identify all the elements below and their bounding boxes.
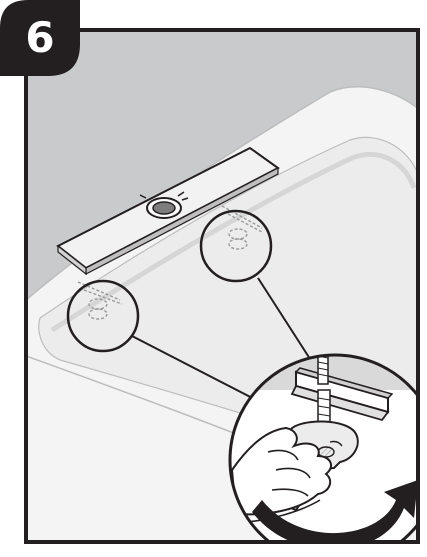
illustration-frame — [24, 28, 420, 544]
detail-zoom-circle-outline — [228, 353, 418, 542]
tighten-arrow — [252, 480, 418, 542]
step-badge: 6 — [0, 0, 80, 76]
callout-line-right — [257, 277, 313, 363]
step-number: 6 — [25, 13, 54, 62]
right-zoom-circle — [199, 209, 273, 283]
hidden-bracket-right — [221, 205, 263, 250]
left-zoom-circle — [66, 279, 140, 353]
basin-rim — [50, 152, 417, 333]
threaded-rod — [317, 355, 331, 425]
center-faucet-hole — [139, 191, 189, 219]
hand — [230, 426, 333, 523]
callout-line-left — [131, 335, 261, 403]
